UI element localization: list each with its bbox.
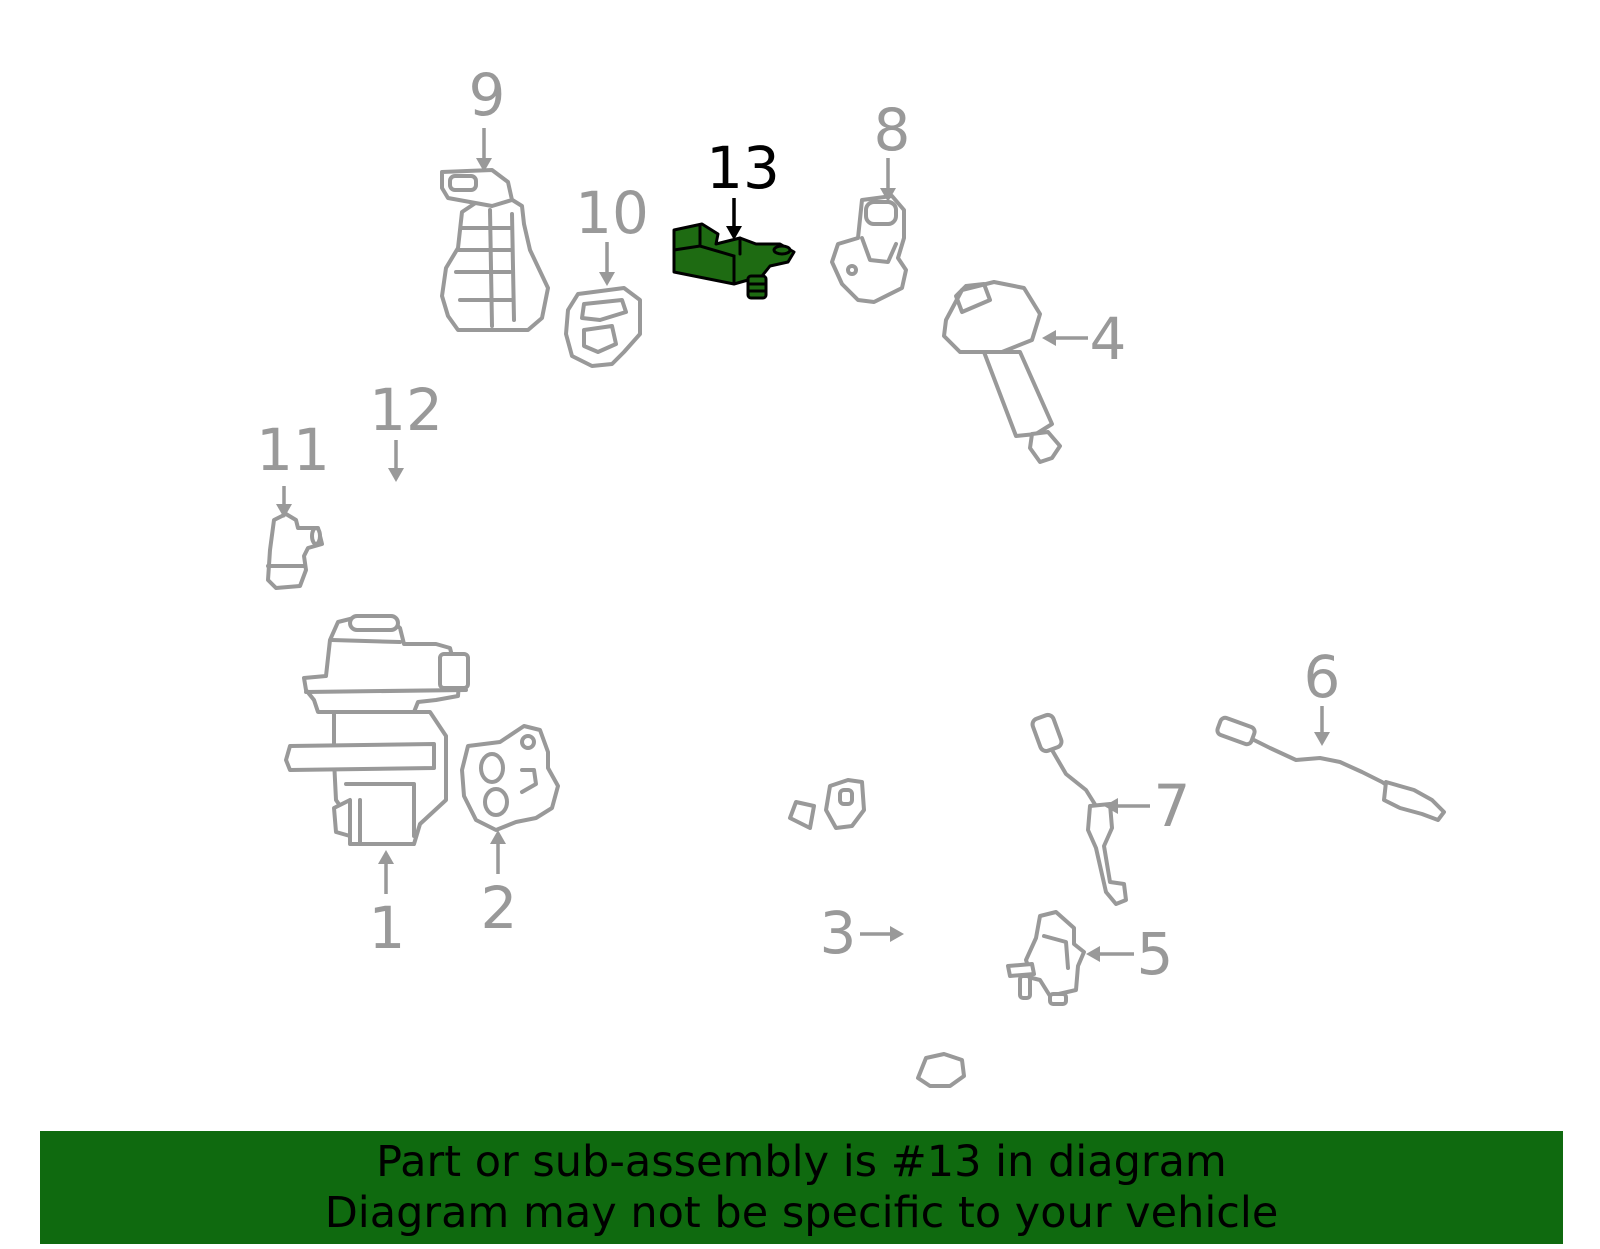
part-7[interactable] — [1030, 712, 1128, 906]
part-9[interactable] — [440, 168, 550, 332]
part-6[interactable] — [1215, 715, 1446, 822]
callout-9: 9 — [469, 61, 506, 172]
info-banner: Part or sub-assembly is #13 in diagram D… — [40, 1131, 1563, 1244]
callout-8: 8 — [874, 96, 911, 202]
part-12[interactable] — [339, 463, 441, 559]
callout-6-label: 6 — [1304, 643, 1341, 711]
callout-6: 6 — [1304, 643, 1341, 746]
callout-10: 10 — [575, 179, 649, 286]
part-3[interactable] — [788, 778, 966, 1088]
callout-3-label: 3 — [820, 899, 857, 967]
callout-1: 1 — [369, 850, 406, 962]
callout-11-label: 11 — [256, 416, 330, 484]
parts-diagram: 9 10 13 8 4 12 11 1 2 — [256, 61, 1446, 1088]
part-10[interactable] — [564, 286, 642, 368]
part-4[interactable] — [942, 280, 1062, 464]
callout-2-label: 2 — [481, 874, 518, 942]
part-11[interactable] — [266, 512, 324, 590]
callout-7-label: 7 — [1154, 772, 1191, 840]
part-8[interactable] — [830, 194, 908, 304]
callout-1-label: 1 — [369, 894, 406, 962]
callout-5-label: 5 — [1137, 920, 1174, 988]
part-13-highlighted[interactable] — [672, 222, 796, 300]
callout-2: 2 — [481, 830, 518, 942]
callout-7: 7 — [1104, 772, 1190, 840]
callout-3: 3 — [820, 899, 904, 967]
callout-13-label: 13 — [706, 134, 780, 202]
banner-line-2: Diagram may not be specific to your vehi… — [324, 1187, 1279, 1238]
banner-line-1: Part or sub-assembly is #13 in diagram — [376, 1136, 1227, 1187]
callout-10-label: 10 — [575, 179, 649, 247]
callout-9-label: 9 — [469, 61, 506, 129]
callout-12: 12 — [369, 376, 443, 482]
callout-12-label: 12 — [369, 376, 443, 444]
callout-13: 13 — [706, 134, 780, 240]
callout-4: 4 — [1042, 305, 1126, 373]
part-1[interactable] — [284, 614, 470, 846]
callout-5: 5 — [1086, 920, 1173, 988]
callout-11: 11 — [256, 416, 330, 518]
callout-4-label: 4 — [1090, 305, 1127, 373]
part-5[interactable] — [1006, 910, 1086, 1006]
part-2[interactable] — [460, 724, 560, 832]
callout-8-label: 8 — [874, 96, 911, 164]
